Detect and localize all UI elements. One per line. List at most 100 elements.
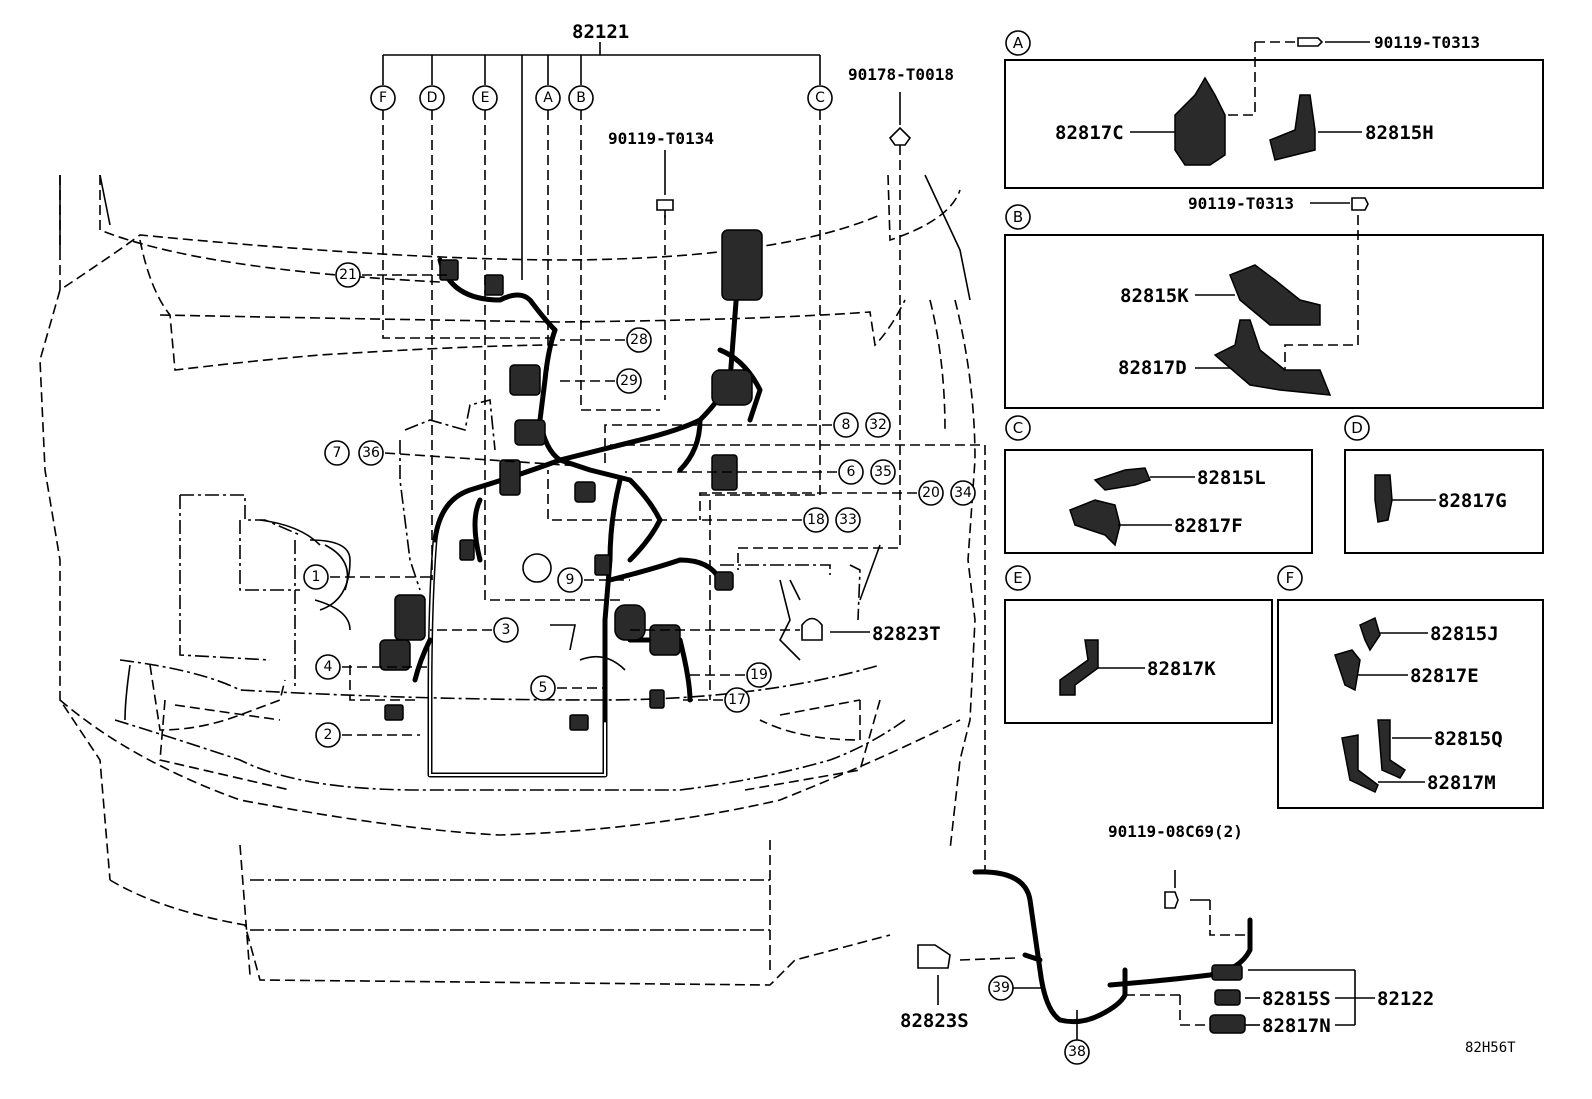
part-82817M-label: 82817M xyxy=(1427,772,1496,794)
view-C-panel xyxy=(1004,449,1313,554)
connector-35: 35 xyxy=(870,459,896,485)
svg-text:E: E xyxy=(1013,569,1022,587)
svg-text:3: 3 xyxy=(502,622,511,638)
svg-text:1: 1 xyxy=(312,569,321,585)
view-B-bolt-label: 90119-T0313 xyxy=(1188,194,1294,213)
svg-text:18: 18 xyxy=(807,512,825,528)
svg-text:2: 2 xyxy=(324,727,333,743)
part-82817K-label: 82817K xyxy=(1147,658,1216,680)
svg-text:6: 6 xyxy=(847,464,856,480)
connector-32: 32 xyxy=(865,412,891,438)
view-B-letter: B xyxy=(1005,204,1031,230)
connector-36: 36 xyxy=(358,440,384,466)
svg-text:D: D xyxy=(427,90,438,106)
connector-18: 18 xyxy=(803,507,829,533)
connector-33: 33 xyxy=(835,507,861,533)
connector-19: 19 xyxy=(746,662,772,688)
connector-8: 8 xyxy=(833,412,859,438)
connector-3: 3 xyxy=(493,617,519,643)
svg-text:C: C xyxy=(1013,419,1023,437)
svg-text:E: E xyxy=(481,90,490,106)
part-82815J-label: 82815J xyxy=(1430,623,1499,645)
svg-text:9: 9 xyxy=(566,572,575,588)
connector-39: 39 xyxy=(988,975,1014,1001)
connector-2: 2 xyxy=(315,722,341,748)
part-82817C-label: 82817C xyxy=(1055,122,1124,144)
connector-34: 34 xyxy=(950,480,976,506)
part-82817D-label: 82817D xyxy=(1118,357,1187,379)
svg-text:20: 20 xyxy=(922,485,940,501)
view-E-letter: E xyxy=(1005,565,1031,591)
svg-text:32: 32 xyxy=(869,417,887,433)
svg-text:8: 8 xyxy=(842,417,851,433)
svg-text:35: 35 xyxy=(874,464,892,480)
view-D-panel xyxy=(1344,449,1544,554)
view-F-panel xyxy=(1277,599,1544,809)
sub-harness-82122 xyxy=(917,869,1375,1040)
diagram-code: 82H56T xyxy=(1465,1040,1516,1056)
view-A-bolt-label: 90119-T0313 xyxy=(1374,33,1480,52)
connector-28: 28 xyxy=(626,327,652,353)
branch-E: E xyxy=(472,85,498,111)
part-82817G-label: 82817G xyxy=(1438,490,1507,512)
connector-1: 1 xyxy=(303,564,329,590)
part-82815L-label: 82815L xyxy=(1197,467,1266,489)
branch-D: D xyxy=(419,85,445,111)
svg-text:36: 36 xyxy=(362,445,380,461)
view-D-letter: D xyxy=(1344,415,1370,441)
engine-bay-outline xyxy=(39,174,976,986)
svg-text:39: 39 xyxy=(992,980,1010,996)
svg-text:38: 38 xyxy=(1068,1044,1086,1060)
svg-text:D: D xyxy=(1351,419,1363,437)
view-E-panel xyxy=(1004,599,1273,724)
connector-17: 17 xyxy=(724,687,750,713)
connector-6: 6 xyxy=(838,459,864,485)
connector-9: 9 xyxy=(557,567,583,593)
part-82815Q-label: 82815Q xyxy=(1434,728,1503,750)
svg-text:B: B xyxy=(576,90,586,106)
svg-text:B: B xyxy=(1013,208,1023,226)
connector-leaders xyxy=(330,274,986,870)
connector-21: 21 xyxy=(335,262,361,288)
clip-90178-label: 90178-T0018 xyxy=(848,65,954,84)
part-82817F-label: 82817F xyxy=(1174,515,1243,537)
svg-text:F: F xyxy=(1286,569,1295,587)
svg-text:A: A xyxy=(543,90,553,106)
svg-text:A: A xyxy=(1013,34,1024,52)
part-82815H-label: 82815H xyxy=(1365,122,1434,144)
svg-text:F: F xyxy=(379,90,387,106)
svg-text:28: 28 xyxy=(630,332,648,348)
svg-text:4: 4 xyxy=(324,659,333,675)
main-harness-82121 xyxy=(379,229,763,778)
svg-text:C: C xyxy=(815,90,825,106)
bolt-90119-T0134-label: 90119-T0134 xyxy=(608,129,714,148)
part-82122-label: 82122 xyxy=(1377,988,1434,1010)
connector-20: 20 xyxy=(918,480,944,506)
main-harness-label: 82121 xyxy=(572,21,629,43)
svg-text:19: 19 xyxy=(750,667,768,683)
svg-text:5: 5 xyxy=(539,680,548,696)
connector-38: 38 xyxy=(1064,1039,1090,1065)
clip-82823T xyxy=(801,617,823,641)
part-82817E-label: 82817E xyxy=(1410,665,1479,687)
svg-text:33: 33 xyxy=(839,512,857,528)
branch-B: B xyxy=(568,85,594,111)
branch-F: F xyxy=(370,85,396,111)
connector-29: 29 xyxy=(616,368,642,394)
bolt-90119-08C69-label: 90119-08C69(2) xyxy=(1108,822,1243,841)
top-leaders xyxy=(382,42,912,601)
view-F-letter: F xyxy=(1277,565,1303,591)
connector-7: 7 xyxy=(324,440,350,466)
part-82815K-label: 82815K xyxy=(1120,285,1189,307)
view-A-panel xyxy=(1004,37,1544,189)
svg-text:21: 21 xyxy=(339,267,357,283)
svg-text:17: 17 xyxy=(728,692,746,708)
view-A-letter: A xyxy=(1005,30,1031,56)
part-82823S-label: 82823S xyxy=(900,1010,969,1032)
view-C-letter: C xyxy=(1005,415,1031,441)
connector-5: 5 xyxy=(530,675,556,701)
view-B-panel xyxy=(1004,197,1544,409)
part-82817N-label: 82817N xyxy=(1262,1015,1331,1037)
branch-A: A xyxy=(535,85,561,111)
